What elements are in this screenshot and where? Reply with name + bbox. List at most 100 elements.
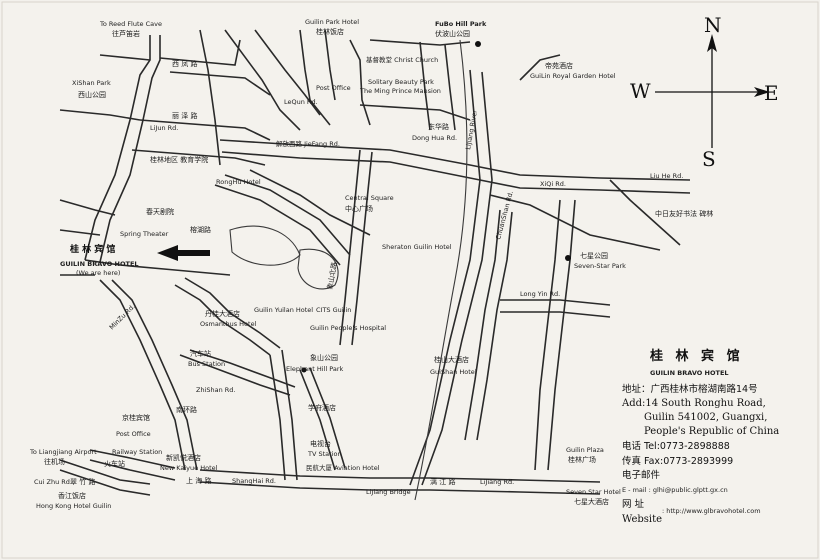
road [221, 151, 691, 194]
compass-north: N [704, 13, 722, 37]
label-christ: 基督教堂 Christ Church [366, 55, 438, 64]
label-seven-star-hotel: Seven Star Hotel [566, 488, 621, 496]
label-to-airport: To Liangjiang Airport [29, 448, 97, 456]
label-central-square: Central Square [345, 194, 394, 202]
label-diwang: 帝苑酒店 [545, 61, 573, 70]
label-jiefang: 解放西路 JieFang Rd. [276, 139, 340, 148]
label-education: 桂林地区 教育学院 [150, 155, 208, 164]
legend-email: E - mail : glhi@public.glptt.gx.cn [622, 486, 728, 494]
label-guilin-yu: Guilin Yuilan Hotel [254, 306, 313, 314]
label-elephant: Elephant Hill Park [286, 365, 344, 373]
road [199, 29, 221, 166]
road [59, 469, 151, 496]
label-bus-station: Bus Station [188, 360, 225, 368]
road [547, 199, 576, 471]
label-guishan-cn: 桂山大酒店 [434, 355, 469, 364]
label-cuizhu-cn: 翠 竹 路 [70, 477, 95, 486]
road [444, 44, 456, 131]
label-xifeng: 西 凤 路 [172, 59, 197, 68]
label-guilin-park-cn: 桂林饭店 [316, 27, 344, 36]
road [224, 174, 351, 256]
label-nanhuan: 南环路 [176, 405, 197, 414]
label-xiangshan: 象山公园 [310, 353, 338, 362]
label-zhongxin: 中心广场 [345, 204, 373, 213]
label-ronghu-rd: 榕湖路 [190, 225, 211, 234]
road [500, 311, 611, 318]
label-spring: Spring Theater [120, 230, 169, 238]
label-fubo: FuBo Hill Park [435, 20, 487, 28]
shanhu-lake [297, 248, 339, 290]
hotel-arrow [157, 245, 210, 261]
road [131, 149, 266, 166]
road [59, 459, 151, 485]
label-fubo-cn: 伏波山公园 [435, 29, 470, 38]
label-railway: Railway Station [112, 448, 162, 456]
label-to-airport-cn: 往机场 [44, 457, 65, 466]
legend-fax: 传真 Fax:0773-2893999 [622, 455, 733, 467]
road [339, 149, 361, 346]
road [476, 211, 513, 441]
label-peoples-hospital: Guilin People's Hospital [310, 324, 386, 332]
label-new-kaiyue: New Kaiyue Hotel [160, 464, 218, 472]
road [169, 71, 271, 96]
label-youyi: 中日友好书法 碑林 [655, 209, 713, 218]
label-xishan: XiShan Park [72, 79, 111, 87]
road [519, 54, 561, 81]
water-bodies [229, 39, 468, 501]
road [349, 39, 371, 126]
legend-web-cn: 网 址 [622, 498, 645, 510]
label-sheraton: Sheraton Guilin Hotel [382, 243, 452, 251]
label-liuhe: Liu He Rd. [650, 172, 683, 180]
ronghu-lake [229, 225, 301, 266]
label-lijiang-rd: LiJiang Rd. [480, 478, 514, 486]
legend-email-cn: 电子邮件 [622, 469, 661, 481]
road [89, 459, 176, 481]
label-guilin-royal: GuiLin Royal Garden Hotel [530, 72, 616, 80]
legend-address-en-1: Add:14 South Ronghu Road, [621, 398, 766, 409]
road [59, 109, 141, 121]
road [421, 71, 493, 486]
road [184, 277, 281, 349]
label-xishan-cn: 西山公园 [78, 90, 106, 99]
road [464, 209, 501, 441]
road [199, 469, 601, 483]
legend-title-en: GUILIN BRAVO HOTEL [650, 369, 729, 377]
label-post-office: Post Office [316, 84, 351, 92]
road [189, 349, 296, 388]
seven-star-marker [565, 255, 571, 261]
label-qixing: 七星公园 [580, 251, 608, 260]
label-danggui: 丹桂大酒店 [205, 309, 240, 318]
arrow-icon [157, 245, 210, 261]
label-seven-star: Seven-Star Park [574, 262, 626, 270]
park-markers [301, 41, 571, 373]
legend-tel: 电话 Tel:0773-2898888 [622, 440, 730, 452]
compass-south: S [702, 147, 716, 171]
label-qixing-hotel: 七星大酒店 [574, 497, 609, 506]
legend-address-en-2: Guilin 541002, Guangxi, [644, 412, 767, 423]
lijiang-river-line [414, 39, 468, 501]
legend-web-en: Website [622, 514, 662, 525]
label-solitary: Solitary Beauty Park [368, 78, 434, 86]
label-longyin: Long Yin Rd. [520, 290, 560, 298]
label-reed-flute: To Reed Flute Cave [99, 20, 162, 28]
label-jingui: 京桂宾馆 [122, 413, 150, 422]
road [309, 367, 346, 469]
compass-rose: N S E W [630, 13, 779, 171]
road [351, 151, 373, 346]
road [84, 259, 231, 276]
label-cuizhu: Cui Zhu Rd. [34, 478, 72, 486]
label-donghua: Dong Hua Rd. [412, 134, 457, 142]
label-dianshitai: 电视台 [310, 439, 331, 448]
hotel-marker-en: GUILIN BRAVO HOTEL [60, 260, 139, 268]
road [299, 29, 331, 126]
label-shanghai-rd: 上 海 路 [186, 476, 211, 485]
label-xuefu: 学府酒店 [308, 403, 336, 412]
label-hongkong: Hong Kong Hotel Guilin [36, 502, 111, 510]
label-ming: The Ming Prince Mansion [359, 87, 441, 95]
label-xianggang: 香江饭店 [58, 491, 86, 500]
road [281, 349, 298, 481]
road [299, 369, 336, 471]
